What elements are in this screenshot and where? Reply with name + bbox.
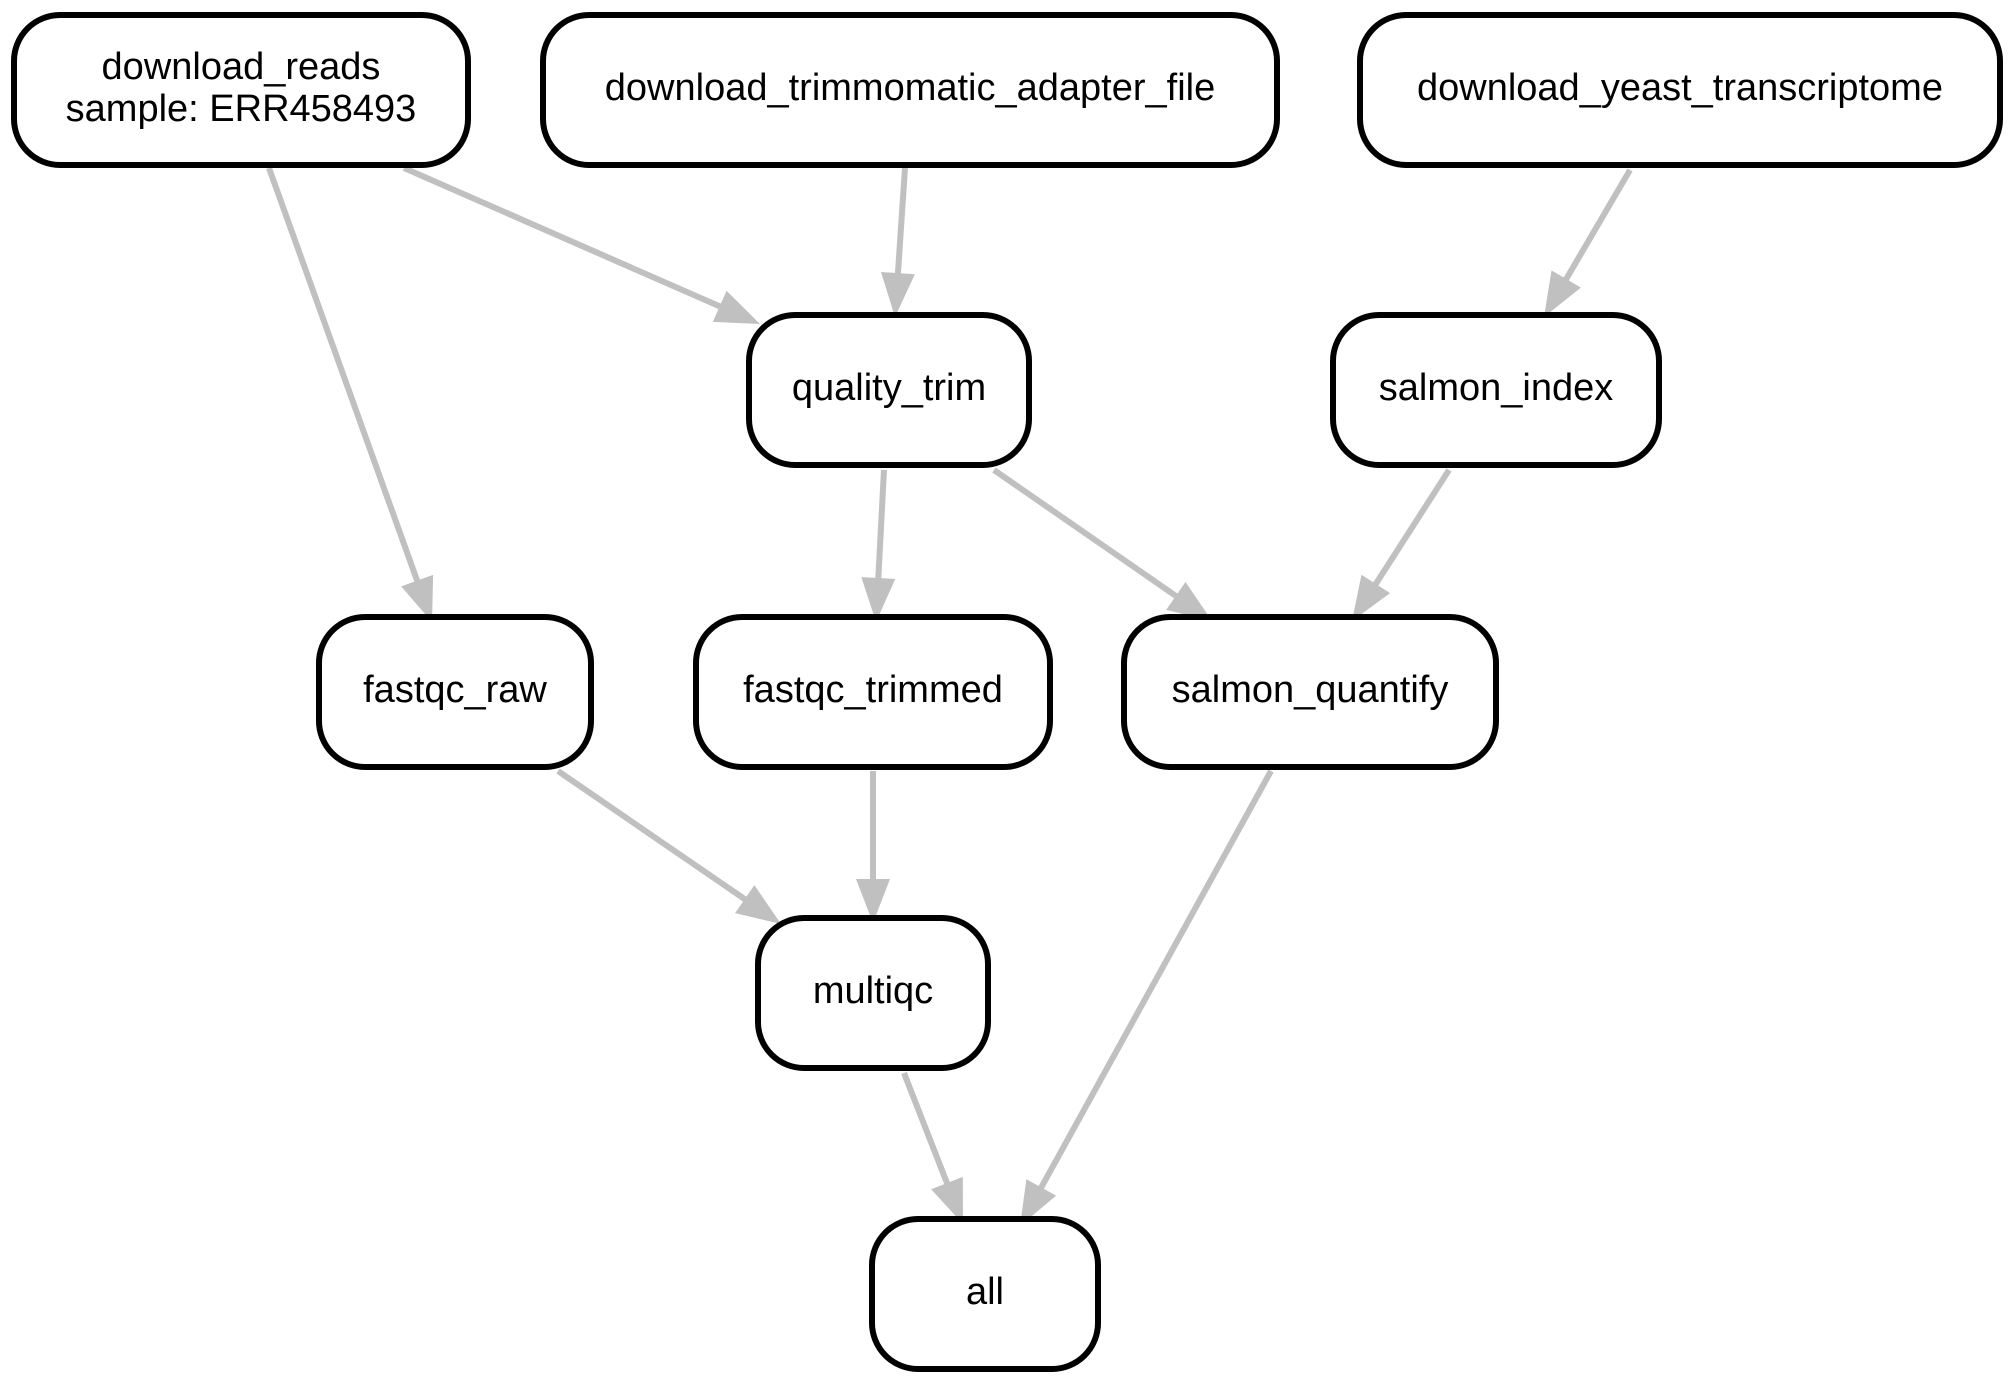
edge-salmon_quantify-to-all (1020, 769, 1274, 1226)
node-box (1330, 312, 1662, 468)
node-fastqc_trimmed: fastqc_trimmed (693, 614, 1053, 770)
edge-line (556, 768, 749, 903)
node-label: download_trimmomatic_adapter_file (605, 67, 1215, 109)
edge-download_trimmomatic_adapter_file-to-quality_trim (880, 167, 915, 317)
node-label: multiqc (813, 970, 933, 1012)
edge-download_reads-to-quality_trim (402, 165, 760, 324)
node-all: all (869, 1216, 1101, 1372)
edge-line (901, 1071, 951, 1186)
node-download_trimmomatic_adapter_file: download_trimmomatic_adapter_file (540, 12, 1280, 168)
edge-line (875, 469, 887, 581)
node-box (11, 12, 471, 168)
edge-quality_trim-to-salmon_quantify (992, 467, 1212, 621)
node-label: quality_trim (792, 367, 986, 409)
node-fastqc_raw: fastqc_raw (316, 614, 594, 770)
edge-line (1372, 468, 1452, 588)
arrowhead (1020, 1179, 1057, 1226)
arrowhead (401, 574, 434, 622)
edge-download_yeast_transcriptome-to-salmon_index (1544, 168, 1633, 317)
edge-salmon_index-to-salmon_quantify (1352, 468, 1452, 621)
node-box (869, 1216, 1101, 1372)
node-box (693, 614, 1053, 770)
edge-line (894, 167, 908, 276)
node-label: download_yeast_transcriptome (1417, 67, 1943, 109)
node-box (746, 312, 1032, 468)
arrowhead (856, 879, 890, 923)
edge-line (1562, 168, 1633, 283)
node-quality_trim: quality_trim (746, 312, 1032, 468)
arrowhead (880, 271, 915, 317)
node-label: salmon_quantify (1172, 669, 1449, 711)
node-label: fastqc_raw (363, 669, 547, 711)
edges-layer (266, 165, 1633, 1226)
edge-download_reads-to-fastqc_raw (266, 166, 434, 622)
node-box (1357, 12, 2003, 168)
edge-line (1037, 769, 1274, 1191)
node-box (1121, 614, 1499, 770)
node-box (316, 614, 594, 770)
edge-line (402, 165, 723, 310)
edge-fastqc_raw-to-multiqc (556, 768, 781, 924)
arrowhead (931, 1176, 963, 1224)
arrowhead (735, 885, 781, 924)
edge-multiqc-to-all (901, 1071, 963, 1224)
arrowhead (861, 577, 896, 622)
arrowhead (1352, 574, 1391, 621)
node-salmon_quantify: salmon_quantify (1121, 614, 1499, 770)
node-box (755, 915, 991, 1071)
node-label: all (966, 1271, 1004, 1313)
node-salmon_index: salmon_index (1330, 312, 1662, 468)
node-multiqc: multiqc (755, 915, 991, 1071)
arrowhead (712, 290, 760, 324)
edge-line (266, 166, 421, 584)
node-box (540, 12, 1280, 168)
edge-fastqc_trimmed-to-multiqc (856, 771, 890, 923)
node-label: fastqc_trimmed (743, 669, 1003, 711)
arrowhead (1544, 270, 1581, 317)
edge-quality_trim-to-fastqc_trimmed (861, 469, 896, 622)
node-sublabel: sample: ERR458493 (66, 88, 417, 130)
node-label: download_reads (102, 46, 381, 88)
node-download_yeast_transcriptome: download_yeast_transcriptome (1357, 12, 2003, 168)
node-label: salmon_index (1379, 367, 1613, 409)
arrowhead (1166, 581, 1212, 621)
edge-line (992, 467, 1180, 600)
